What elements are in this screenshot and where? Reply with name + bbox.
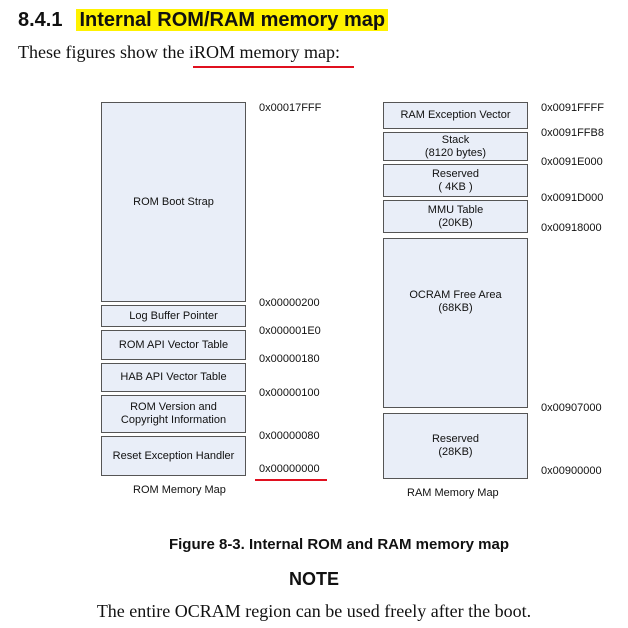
note-text: The entire OCRAM region can be used free…: [96, 601, 532, 621]
intro-prefix: These figures show the: [18, 42, 189, 62]
rom-block-boot-strap: ROM Boot Strap: [101, 102, 246, 302]
rom-address: 0x00017FFF: [259, 102, 322, 114]
ram-block-exception-vector: RAM Exception Vector: [383, 102, 528, 129]
rom-address: 0x00000000: [259, 463, 320, 475]
section-title: Internal ROM/RAM memory map: [76, 9, 389, 31]
ram-address: 0x0091E000: [541, 156, 603, 168]
rom-address: 0x00000200: [259, 297, 320, 309]
intro-text: These figures show the iROM memory map:: [18, 42, 340, 63]
ram-address: 0x0091D000: [541, 192, 604, 204]
rom-block-reset-handler: Reset Exception Handler: [101, 436, 246, 476]
section-heading: 8.4.1 Internal ROM/RAM memory map: [18, 6, 389, 34]
ram-address: 0x0091FFB8: [541, 127, 604, 139]
ram-block-ocram-free-area: OCRAM Free Area (68KB): [383, 238, 528, 408]
ram-map-label: RAM Memory Map: [407, 487, 499, 499]
rom-map-label: ROM Memory Map: [133, 484, 226, 496]
rom-block-hab-api-vector-table: HAB API Vector Table: [101, 363, 246, 392]
rom-block-log-buffer: Log Buffer Pointer: [101, 305, 246, 327]
rom-address: 0x00000180: [259, 353, 320, 365]
figure-caption: Figure 8-3. Internal ROM and RAM memory …: [168, 536, 510, 553]
rom-address: 0x00000100: [259, 387, 320, 399]
rom-address: 0x000001E0: [259, 325, 321, 337]
ram-block-mmu-table: MMU Table (20KB): [383, 200, 528, 233]
rom-block-api-vector-table: ROM API Vector Table: [101, 330, 246, 360]
ram-address: 0x00900000: [541, 465, 602, 477]
intro-suffix: :: [334, 42, 340, 62]
rom-address: 0x00000080: [259, 430, 320, 442]
ram-address: 0x0091FFFF: [541, 102, 604, 114]
ram-block-reserved-4kb: Reserved ( 4KB ): [383, 164, 528, 197]
ram-address: 0x00918000: [541, 222, 602, 234]
intro-link[interactable]: iROM memory map: [188, 42, 335, 62]
ram-block-reserved-28kb: Reserved (28KB): [383, 413, 528, 479]
address-underline: [255, 479, 327, 481]
ram-address: 0x00907000: [541, 402, 602, 414]
rom-block-version-copyright: ROM Version and Copyright Information: [101, 395, 246, 433]
ram-block-stack: Stack (8120 bytes): [383, 132, 528, 161]
note-title: NOTE: [288, 569, 339, 589]
section-number: 8.4.1: [18, 9, 63, 31]
link-underline: [193, 66, 354, 68]
